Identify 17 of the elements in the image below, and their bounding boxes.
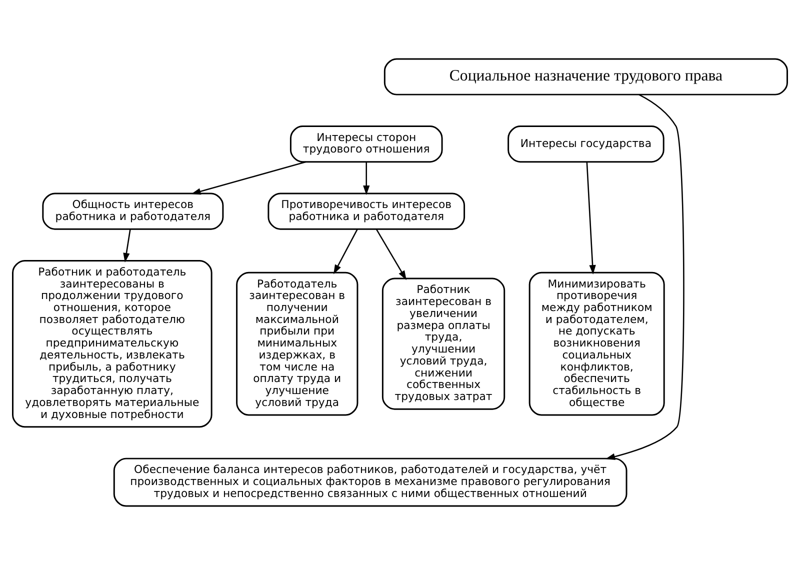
- node-box: Интересы государства: [508, 125, 664, 163]
- node-box: Минимизировать противоречия между работником и работодателем, не допускать возникновения социальных конфликтов, обеспечить стабильность в обществе: [528, 272, 665, 416]
- node-box: Противоречивость интересов работника и работодателя: [268, 192, 466, 230]
- node-box: Интересы сторон трудового отношения: [290, 125, 443, 163]
- arrow: [191, 161, 306, 195]
- arrow: [334, 229, 358, 274]
- node-box: Социальное назначение трудового права: [384, 58, 788, 96]
- node-box: Работник и работодатель заинтересованы в продолжении трудового отношения, которое позволяет работодателю осуществлять предпринимательскую деятельность, извлекать прибыль, а работнику трудиться, получать заработанную плату, удовлетворять материальные и духовные потребности: [12, 260, 212, 428]
- arrow: [376, 229, 406, 280]
- arrow: [363, 162, 370, 195]
- arrow: [586, 162, 596, 275]
- node-box: Работник заинтересован в увеличении размера оплаты труда, улучшении условий труда, снижении собственных трудовых затрат: [382, 278, 506, 410]
- arrow: [123, 229, 131, 262]
- node-box: Обеспечение баланса интересов работников, работодателей и государства, учёт производственных и социальных факторов в механизме правового регулирования трудовых и непосредственно связанных с ними общественных отношений: [113, 458, 628, 507]
- node-box: Работодатель заинтересован в получении максимальной прибыли при минимальных издержках, в том числе на оплату труда и улучшение условий труда: [236, 272, 358, 416]
- node-box: Общность интересов работника и работодателя: [42, 192, 224, 230]
- arrow: [606, 94, 684, 460]
